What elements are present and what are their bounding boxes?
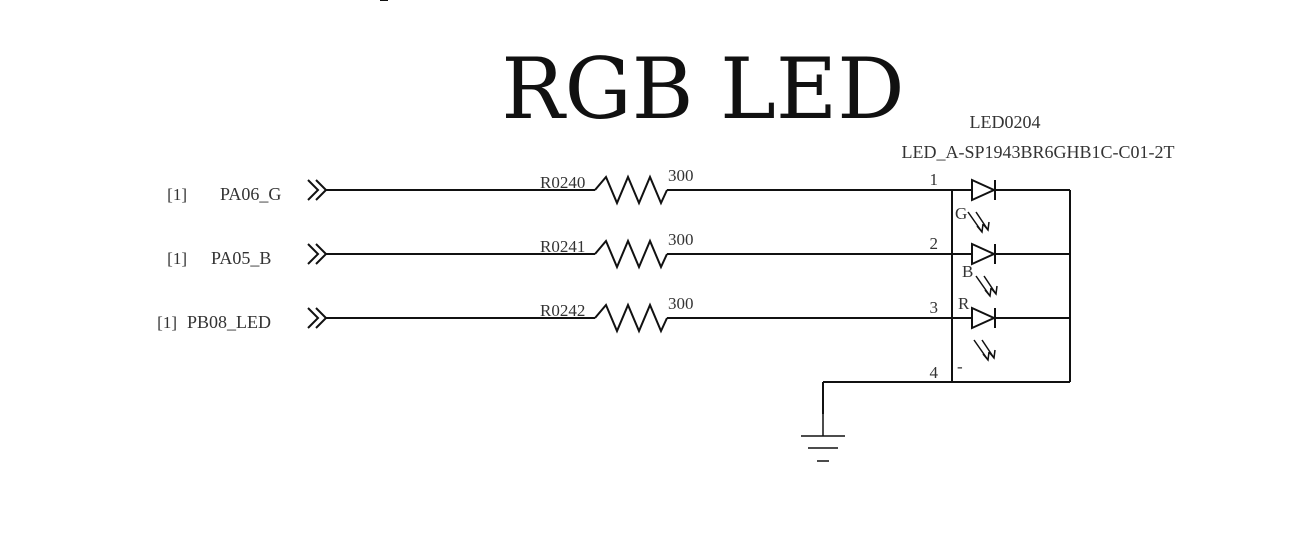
- offsheet-connector-icon: [307, 179, 328, 201]
- led-channel-label: G: [955, 204, 967, 223]
- sheet-ref-2: [1]: [167, 249, 187, 268]
- sheet-ref-1: [1]: [167, 185, 187, 204]
- resistor-value: 300: [668, 230, 694, 249]
- emission-arrows-icon: [975, 275, 998, 298]
- led-common-label: -: [957, 357, 963, 376]
- net-label-pa06-g: PA06_G: [220, 184, 281, 204]
- led-pin-number: 2: [930, 234, 939, 253]
- emission-arrows-icon: [967, 211, 990, 234]
- emission-arrows-icon: [973, 339, 996, 362]
- led-part-number: LED_A-SP1943BR6GHB1C-C01-2T: [901, 142, 1174, 162]
- resistor-zigzag-icon: [594, 174, 668, 206]
- led-pin-number: 3: [930, 298, 939, 317]
- resistor-zigzag-icon: [594, 302, 668, 334]
- resistor-value: 300: [668, 294, 694, 313]
- resistor-value: 300: [668, 166, 694, 185]
- offsheet-connector-icon: [307, 243, 328, 265]
- resistor-designator: R0240: [540, 173, 585, 192]
- led-channel-label: R: [958, 294, 970, 313]
- led-pin-number: 4: [930, 363, 939, 382]
- led-designator: LED0204: [970, 112, 1041, 132]
- ground-symbol-icon: [801, 382, 845, 462]
- diode-triangle-icon: [971, 242, 997, 266]
- led-pin-number: 1: [930, 170, 939, 189]
- net-row-pa05-b: [1] PA05_B R0241 300 2: [167, 230, 952, 270]
- net-row-pb08-led: [1] PB08_LED R0242 300 3: [157, 294, 952, 334]
- net-row-pa06-g: [1] PA06_G R0240 300 1: [167, 166, 952, 206]
- offsheet-connector-icon: [307, 307, 328, 329]
- diode-triangle-icon: [971, 178, 997, 202]
- diode-triangle-icon: [971, 306, 997, 330]
- rgb-led-package: G B R - 4: [823, 178, 1071, 383]
- net-label-pb08-led: PB08_LED: [187, 312, 271, 332]
- resistor-designator: R0241: [540, 237, 585, 256]
- page-title: RGB LED: [501, 40, 904, 138]
- resistor-zigzag-icon: [594, 238, 668, 270]
- resistor-designator: R0242: [540, 301, 585, 320]
- led-channel-label: B: [962, 262, 973, 281]
- sheet-ref-3: [1]: [157, 313, 177, 332]
- net-label-pa05-b: PA05_B: [211, 248, 271, 268]
